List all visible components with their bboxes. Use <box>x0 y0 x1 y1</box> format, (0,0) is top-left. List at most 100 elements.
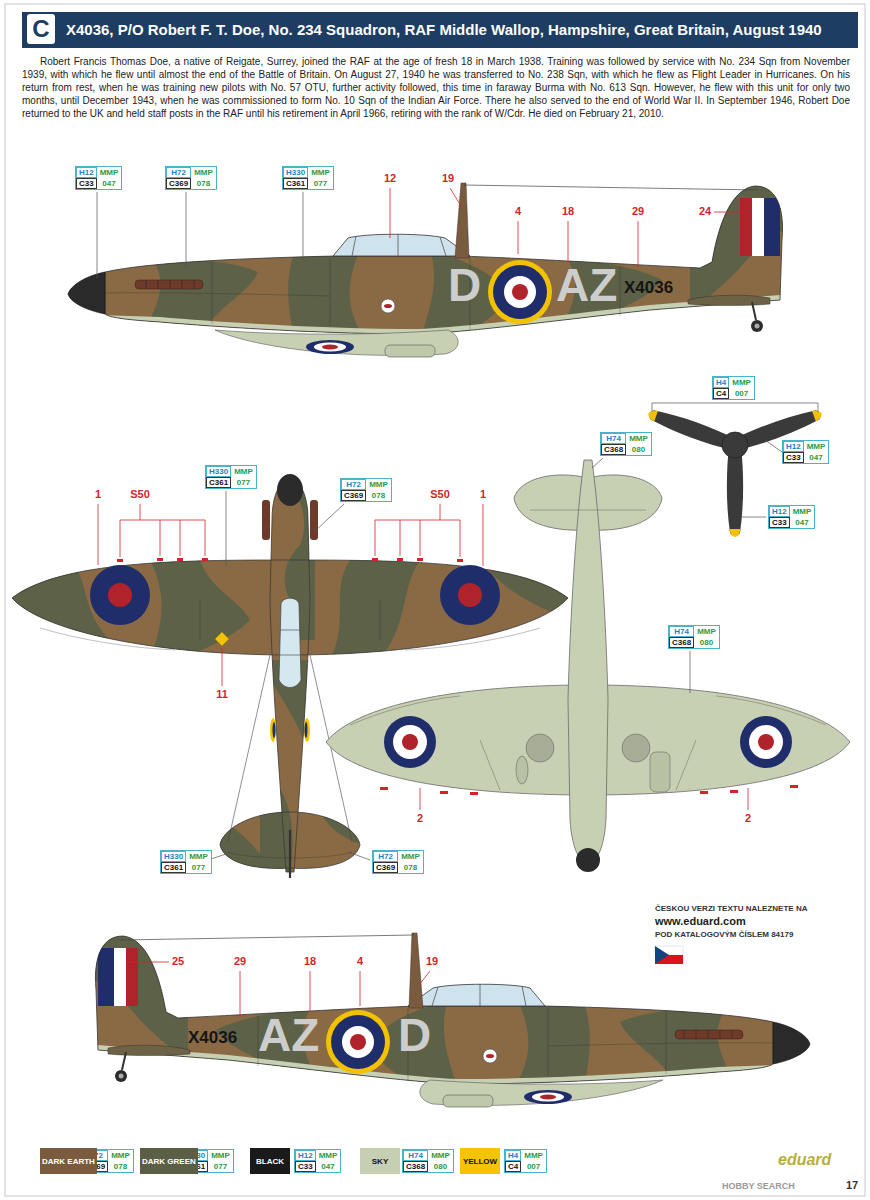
side-profile-left <box>68 180 790 357</box>
czech-web-slot: www.eduard.com <box>655 915 746 928</box>
callout-leader-line <box>419 971 430 985</box>
plan-view-top <box>457 559 463 562</box>
paint-brand: 080 <box>428 1161 453 1172</box>
color-code-box: H330MMPC361077 <box>205 465 257 489</box>
plan-view-top <box>289 830 291 878</box>
paint-brand: MMP <box>729 377 754 388</box>
callout-number-slot: S50 <box>130 488 150 501</box>
paint-brand: MMP <box>366 479 391 490</box>
callout-leader-line <box>483 504 484 566</box>
legend-swatch: DARK EARTH <box>40 1148 97 1174</box>
czech-note-slot: POD KATALOGOVÝM ČÍSLEM 84179 <box>655 930 793 940</box>
plan-view-underside <box>700 791 708 794</box>
callout-number-slot: 4 <box>515 205 521 218</box>
plan-view-underside <box>326 460 850 872</box>
plan-view-top <box>305 722 308 738</box>
legend-text: BLACK <box>256 1157 284 1166</box>
color-leader-line <box>186 192 187 268</box>
paint-code: H330 <box>206 466 231 477</box>
plan-view-underside <box>470 792 478 795</box>
callout-leader-line <box>98 188 748 1017</box>
color-code-box: H12MMPC33047 <box>768 505 815 529</box>
paint-code: C369 <box>373 862 398 873</box>
color-code-box: H72MMPC369078 <box>165 166 217 190</box>
propeller <box>727 445 743 536</box>
color-code-box: H72MMPC369078 <box>372 850 424 874</box>
paint-brand: MMP <box>191 167 216 178</box>
plan-view-underside <box>380 785 798 795</box>
propeller <box>730 529 741 537</box>
legend-text: DARK EARTH <box>42 1157 95 1166</box>
callout-leader-line <box>98 504 99 565</box>
callout-leader-line <box>518 221 519 254</box>
paint-brand: MMP <box>428 1150 453 1161</box>
paint-code: H12 <box>783 441 804 452</box>
plan-view-underside <box>740 716 792 768</box>
callout-number-slot: 11 <box>216 688 228 701</box>
color-code-box: H12MMPC33047 <box>75 166 122 190</box>
paint-brand: 077 <box>208 1161 233 1172</box>
color-code-box: H12MMPC33047 <box>782 440 829 464</box>
callout-number: 4 <box>515 205 521 218</box>
squadron-code: AZ <box>258 1012 319 1058</box>
paint-code: C368 <box>669 637 694 648</box>
callout-leader-line <box>714 212 744 213</box>
callout-number-slot: 19 <box>442 172 454 185</box>
serial-number: X4036 <box>188 1029 237 1046</box>
paint-brand: MMP <box>694 626 719 637</box>
top-camouflage <box>0 470 580 890</box>
callout-leader-line <box>128 962 169 963</box>
biography-text: Robert Francis Thomas Doe, a native of R… <box>22 55 850 120</box>
plan-view-underside <box>730 790 738 793</box>
squadron-code-slot: AZ <box>258 1012 319 1058</box>
biography-text-slot: Robert Francis Thomas Doe, a native of R… <box>22 55 850 120</box>
color-code-box: H330MMPC361077 <box>160 850 212 874</box>
callout-number-slot: 25 <box>172 955 184 968</box>
callout-number: 1 <box>480 488 486 501</box>
paint-brand: 080 <box>694 637 719 648</box>
plan-view-top <box>277 474 303 506</box>
plan-view-top <box>0 470 580 890</box>
paint-brand: MMP <box>316 1150 341 1161</box>
paint-code: H74 <box>601 433 626 444</box>
profile-letter: C <box>32 17 49 41</box>
callout-leader-line <box>375 504 460 557</box>
header-band <box>22 12 858 48</box>
paint-code: H72 <box>166 167 191 178</box>
color-leader-line <box>690 651 691 693</box>
callout-number-slot: 1 <box>480 488 486 501</box>
legend-text: YELLOW <box>463 1157 497 1166</box>
paint-code: C361 <box>161 862 186 873</box>
paint-code: H12 <box>769 506 790 517</box>
callout-number: 18 <box>304 955 316 968</box>
callout-number: 24 <box>699 205 711 218</box>
paint-code: C368 <box>403 1161 428 1172</box>
top-camouflage <box>0 470 580 890</box>
color-leader-line <box>765 440 782 452</box>
paint-code: H74 <box>669 626 694 637</box>
plan-view-top <box>273 722 276 738</box>
callout-leader-line <box>120 504 205 557</box>
watermark-slot: HOBBY SEARCH <box>722 1182 795 1191</box>
legend-swatch: YELLOW <box>460 1148 500 1174</box>
plan-view-top <box>270 718 276 742</box>
czech-note: POD KATALOGOVÝM ČÍSLEM 84179 <box>655 930 793 940</box>
top-camouflage <box>220 820 270 870</box>
color-leader-line <box>97 192 98 278</box>
paint-brand: 078 <box>108 1161 133 1172</box>
plan-view-top <box>177 558 183 561</box>
callout-number: 29 <box>632 205 644 218</box>
plan-view-underside <box>516 756 528 784</box>
paint-brand: MMP <box>626 433 651 444</box>
callout-number: 1 <box>95 488 101 501</box>
color-leader-line <box>348 852 370 860</box>
plan-view-top <box>117 558 463 562</box>
paint-brand: 047 <box>316 1161 341 1172</box>
propeller <box>727 445 743 537</box>
callout-number-slot: 18 <box>304 955 316 968</box>
paint-brand: 077 <box>186 862 211 873</box>
propeller <box>722 432 748 458</box>
paint-code: C369 <box>166 178 191 189</box>
brand-logo-slot: eduard <box>778 1152 831 1168</box>
